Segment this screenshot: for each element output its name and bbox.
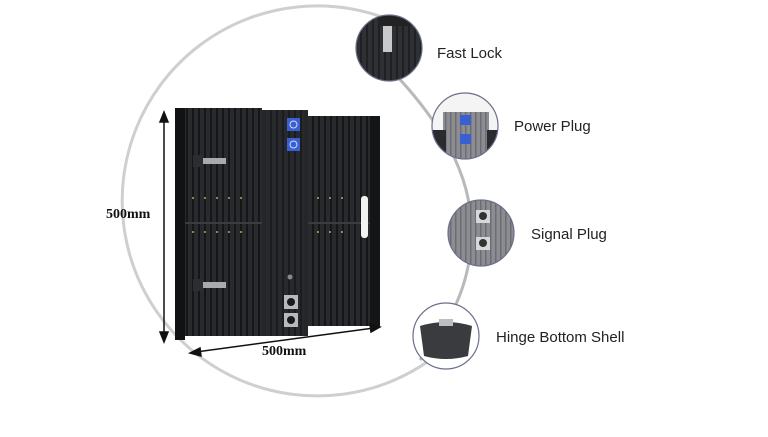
background-arc	[120, 4, 431, 398]
callout-label-fast-lock: Fast Lock	[437, 45, 503, 62]
callout-label-power-plug: Power Plug	[514, 118, 591, 135]
width-dimension-label: 500mm	[262, 344, 307, 359]
callout-label-hinge-bottom-shell: Hinge Bottom Shell	[496, 329, 625, 346]
callout-fast-lock-image	[355, 14, 423, 82]
fast-lock-1	[196, 158, 226, 164]
callout-label-signal-plug: Signal Plug	[531, 226, 607, 243]
width-dimension-arrow	[187, 322, 382, 358]
led-cabinet	[175, 108, 380, 340]
callout-signal-plug-image	[447, 199, 515, 267]
power-plug-1	[287, 118, 300, 131]
fast-lock-2	[196, 282, 226, 288]
power-plug-2	[287, 138, 300, 151]
callout-hinge-bottom-shell-image	[412, 302, 480, 370]
height-dimension-label: 500mm	[106, 207, 151, 222]
led-dots	[192, 197, 343, 233]
height-dimension-arrow	[158, 109, 170, 345]
handle-slot	[361, 196, 368, 238]
callout-power-plug-image	[431, 92, 499, 160]
